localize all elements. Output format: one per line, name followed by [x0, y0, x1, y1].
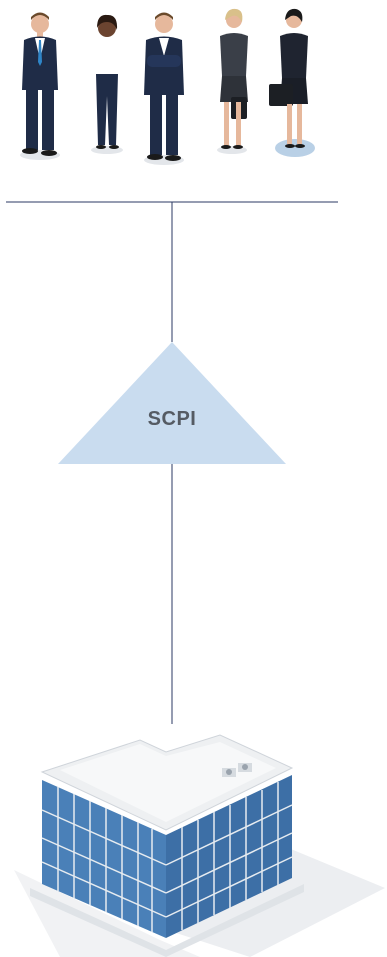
office-building-icon [14, 734, 385, 957]
scpi-triangle [58, 342, 286, 464]
person-woman-3 [269, 8, 315, 157]
business-people-group-icon [20, 8, 315, 165]
person-man-2 [144, 12, 184, 165]
person-woman-1 [91, 14, 123, 154]
person-man-1 [20, 12, 60, 160]
person-woman-2 [217, 8, 248, 154]
scpi-label: SCPI [147, 408, 197, 430]
